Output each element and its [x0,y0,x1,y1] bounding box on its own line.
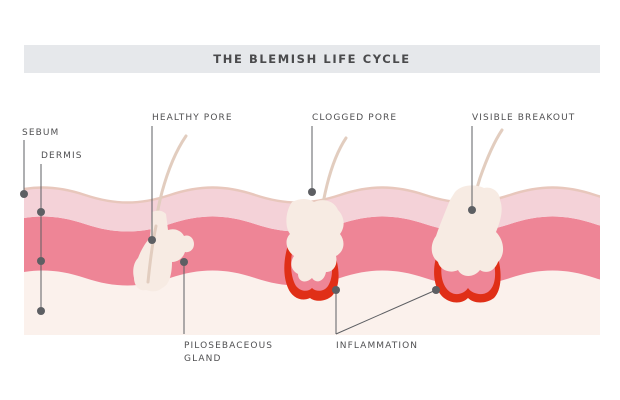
label-clogged-pore: CLOGGED PORE [312,113,398,123]
sebum-dot [20,190,28,198]
label-dermis: DERMIS [41,151,83,161]
title-bar: THE BLEMISH LIFE CYCLE [24,45,600,73]
dermis-dot-2 [37,257,45,265]
sebum-surface [24,186,600,204]
dermis-dot-3 [37,307,45,315]
label-healthy-pore: HEALTHY PORE [152,113,233,123]
visible-breakout [431,128,504,303]
clogged-pore-dot [308,188,316,196]
diagram-title: THE BLEMISH LIFE CYCLE [213,52,411,66]
dermis-dot-1 [37,208,45,216]
clogged-pore-plug [286,199,344,282]
label-inflammation: INFLAMMATION [336,341,419,351]
callout-inflammation-line [335,289,437,335]
gland-dot [180,258,188,266]
label-pilosebaceous: PILOSEBACEOUS [184,341,274,351]
healthy-pore [133,134,194,292]
healthy-pore-dot [148,236,156,244]
inflammation-dot-1 [332,286,340,294]
inflammation-dot-2 [432,286,440,294]
healthy-pore-hair-root [146,224,158,284]
callout-dots [20,188,476,315]
clogged-pore [284,136,348,301]
callout-lines [23,126,473,335]
label-sebum: SEBUM [22,128,60,138]
breakout-dot [468,206,476,214]
breakout-pustule [431,185,504,276]
label-visible-breakout: VISIBLE BREAKOUT [472,113,576,123]
label-gland: GLAND [184,354,222,364]
